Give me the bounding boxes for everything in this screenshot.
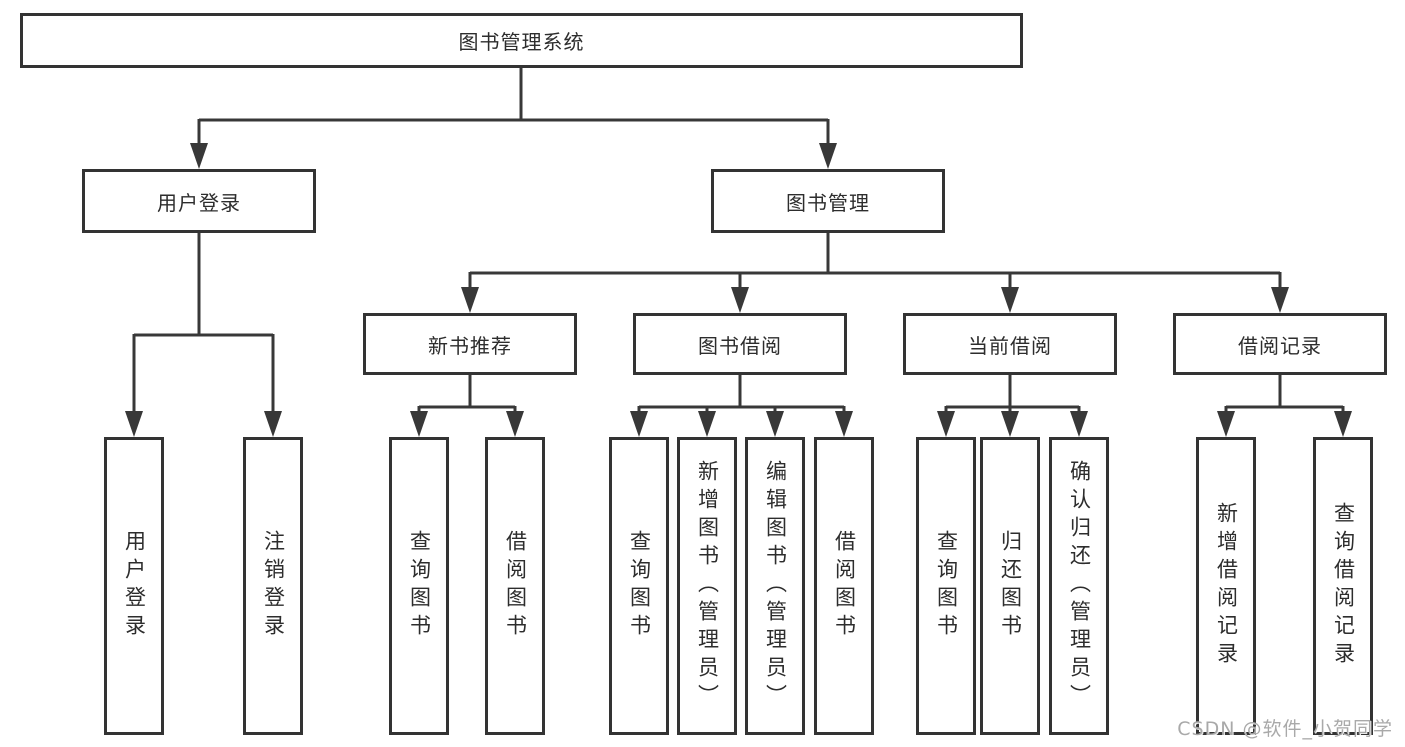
arrowheads: [125, 143, 1352, 437]
node-label: 当前借阅: [968, 333, 1052, 358]
leaf-user-login: 用户登录: [104, 437, 164, 735]
leaf-borrow-edit-books-admin: 编辑图书（管理员）: [745, 437, 805, 735]
leaf-label: 新增图书（管理员）: [695, 460, 720, 712]
leaf-label: 借阅图书: [503, 530, 528, 642]
node-label: 用户登录: [157, 190, 241, 215]
leaf-newbook-query-books: 查询图书: [389, 437, 449, 735]
leaf-label: 借阅图书: [832, 530, 857, 642]
node-label: 图书管理系统: [458, 30, 585, 54]
node-label: 新书推荐: [428, 333, 512, 358]
leaf-borrow-add-books-admin: 新增图书（管理员）: [677, 437, 737, 735]
node-user-login: 用户登录: [82, 169, 316, 233]
node-label: 图书管理: [786, 190, 870, 215]
leaf-label: 归还图书: [998, 530, 1023, 642]
leaf-logout: 注销登录: [243, 437, 303, 735]
watermark-text: CSDN @软件_小贺同学: [1177, 718, 1393, 740]
leaf-label: 新增借阅记录: [1214, 502, 1239, 670]
leaf-label: 查询借阅记录: [1331, 502, 1356, 670]
node-library-system: 图书管理系统: [20, 13, 1023, 68]
leaf-borrow-borrow-books: 借阅图书: [814, 437, 874, 735]
leaf-label: 查询图书: [627, 530, 652, 642]
node-borrowing-records: 借阅记录: [1173, 313, 1387, 375]
leaf-label: 确认归还（管理员）: [1067, 460, 1092, 712]
node-label: 图书借阅: [698, 333, 782, 358]
node-label: 借阅记录: [1238, 333, 1322, 358]
node-book-borrowing: 图书借阅: [633, 313, 847, 375]
leaf-label: 查询图书: [934, 530, 959, 642]
node-current-borrowing: 当前借阅: [903, 313, 1117, 375]
node-new-book-recommend: 新书推荐: [363, 313, 577, 375]
leaf-label: 注销登录: [261, 530, 286, 642]
leaf-newbook-borrow-books: 借阅图书: [485, 437, 545, 735]
leaf-borrow-query-books: 查询图书: [609, 437, 669, 735]
leaf-label: 用户登录: [122, 530, 147, 642]
leaf-records-add-record: 新增借阅记录: [1196, 437, 1256, 735]
leaf-current-return-books: 归还图书: [980, 437, 1040, 735]
leaf-records-query-record: 查询借阅记录: [1313, 437, 1373, 735]
leaf-current-query-books: 查询图书: [916, 437, 976, 735]
leaf-label: 编辑图书（管理员）: [763, 460, 788, 712]
node-book-management: 图书管理: [711, 169, 945, 233]
leaf-current-confirm-return-admin: 确认归还（管理员）: [1049, 437, 1109, 735]
leaf-label: 查询图书: [407, 530, 432, 642]
